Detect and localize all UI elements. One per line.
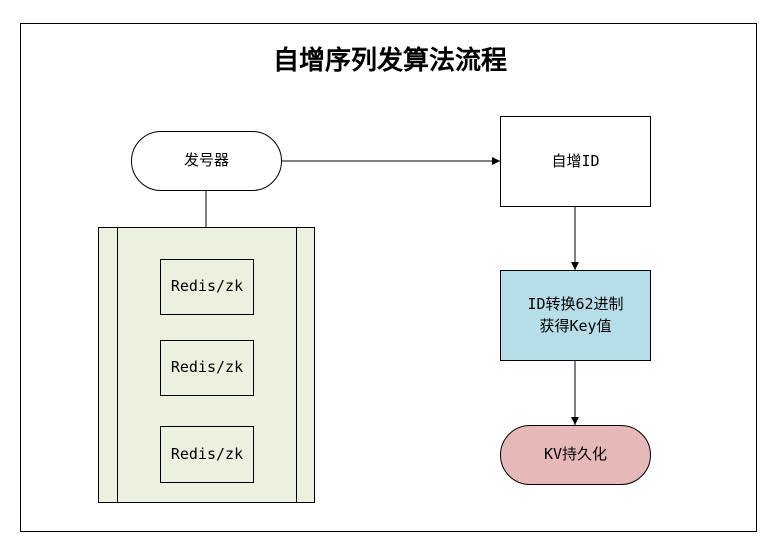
storage-right-rail — [296, 228, 297, 502]
storage-node-2: Redis/zk — [160, 340, 254, 396]
convert-label-line2: 获得Key值 — [539, 316, 612, 335]
diagram-title: 自增序列发算法流程 — [272, 46, 507, 76]
auto-id-node: 自增ID — [500, 116, 651, 207]
storage-left-rail — [117, 228, 118, 502]
issuer-node: 发号器 — [131, 131, 282, 191]
storage-node-label: Redis/zk — [170, 277, 244, 296]
storage-node-3: Redis/zk — [160, 426, 254, 483]
persist-label: KV持久化 — [543, 445, 608, 464]
auto-id-label: 自增ID — [551, 151, 600, 170]
storage-node-label: Redis/zk — [170, 358, 244, 377]
storage-node-label: Redis/zk — [170, 444, 244, 463]
persist-node: KV持久化 — [500, 425, 651, 485]
convert-node: ID转换62进制 获得Key值 — [500, 270, 651, 361]
convert-label-line1: ID转换62进制 — [527, 294, 624, 313]
storage-node-1: Redis/zk — [160, 259, 254, 315]
issuer-label: 发号器 — [183, 151, 229, 170]
